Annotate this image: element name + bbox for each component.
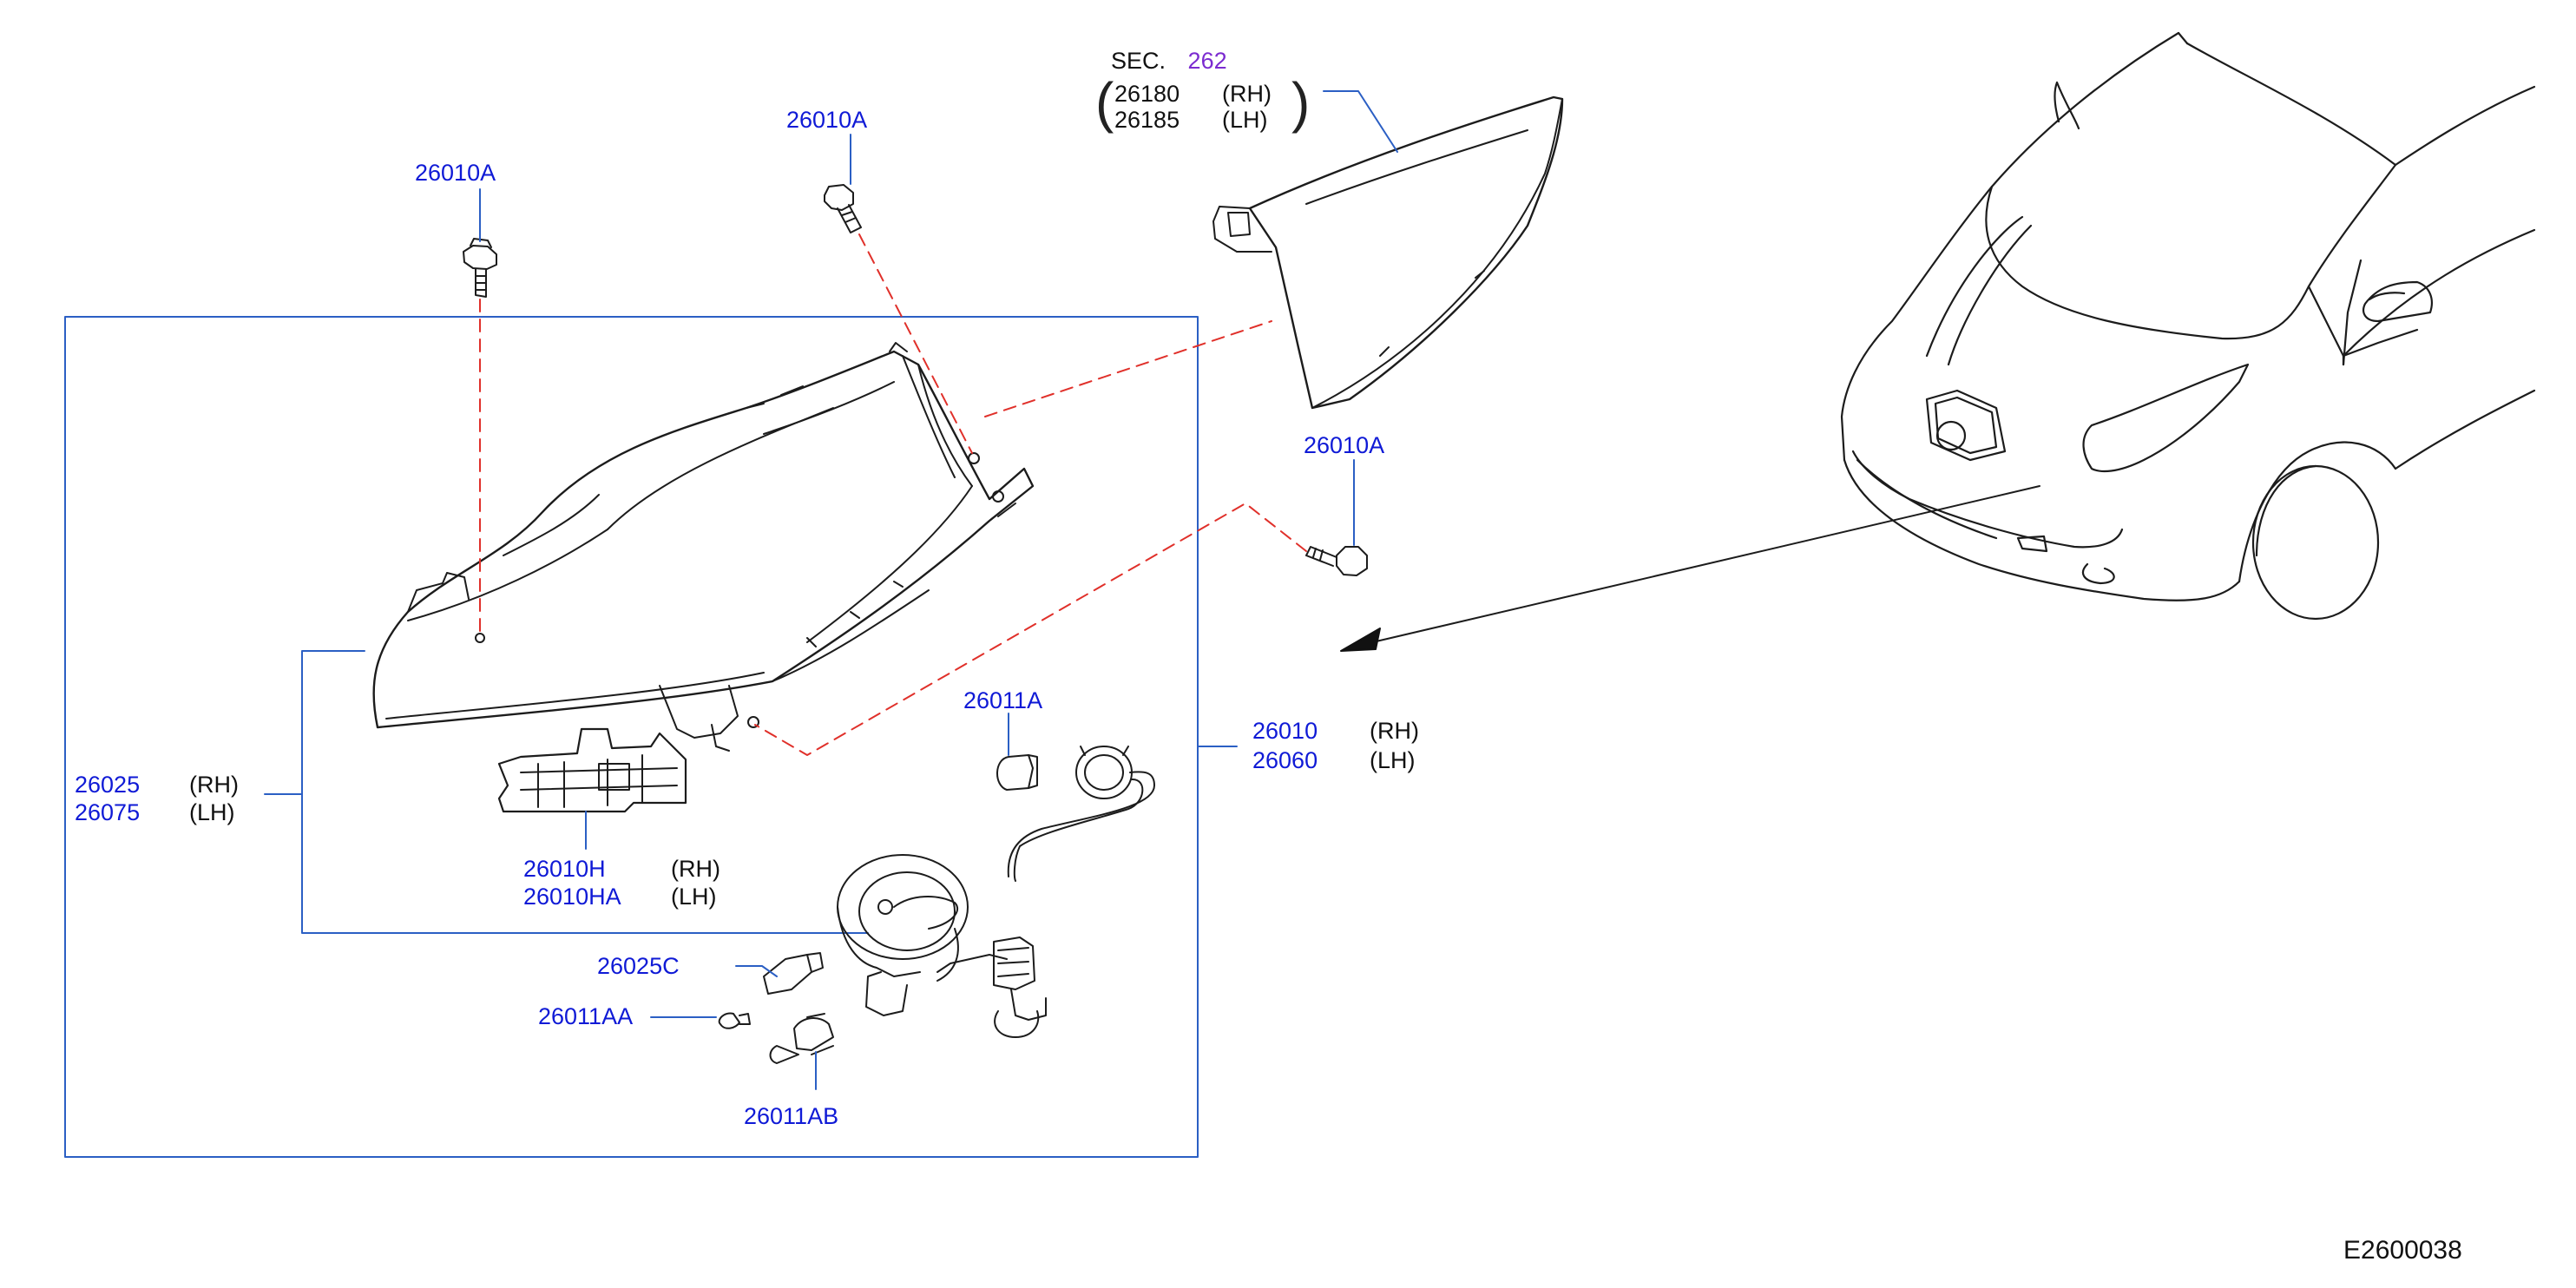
bracket-part (497, 727, 687, 813)
assembly-frame (64, 316, 1199, 1158)
dash-side-lamp (984, 320, 1272, 417)
headlamp-side-lh: (LH) (1370, 747, 1416, 773)
callout-bolt-right[interactable]: 26010A (1304, 432, 1385, 458)
callout-small-bulb[interactable]: 26011AA (538, 1003, 634, 1029)
bolt-right (1305, 546, 1368, 576)
callout-turn-bulb[interactable]: 26011A (963, 687, 1043, 713)
dash-bolt-top-mid (858, 233, 973, 454)
side-lamp-part (1212, 95, 1564, 410)
dash-bolt-right (754, 503, 1307, 756)
main-bulb-part (769, 1013, 834, 1064)
callout-bracket-rh[interactable]: 26010H (523, 856, 606, 882)
leader-26025c (735, 965, 778, 977)
small-bulb-part (718, 1012, 751, 1029)
callout-headlamp-rh[interactable]: 26010 (1252, 718, 1318, 744)
sec-line-2-side: (LH) (1222, 107, 1268, 133)
headlamp-side-rh: (RH) (1370, 718, 1419, 744)
bracket-side-lh: (LH) (671, 884, 717, 910)
leader-sec (1323, 90, 1398, 153)
callout-housing-lh[interactable]: 26075 (75, 799, 141, 825)
direction-arrow (1353, 485, 2040, 647)
car-front-view (1840, 31, 2536, 621)
housing-side-lh: (LH) (189, 799, 235, 825)
callout-main-bulb[interactable]: 26011AB (744, 1103, 839, 1129)
headlamp-bulb-socket (837, 854, 1008, 1016)
housing-bracket-line (301, 650, 869, 934)
callout-housing-rh[interactable]: 26025 (75, 772, 141, 798)
callout-bolt-top-mid[interactable]: 26010A (786, 107, 868, 133)
callout-socket[interactable]: 26025C (597, 953, 680, 979)
section-prefix: SEC. (1111, 48, 1166, 74)
turn-socket-part (1007, 746, 1155, 882)
socket-26025c-part (763, 952, 824, 995)
paren-right: ) (1291, 71, 1311, 134)
callout-bracket-lh[interactable]: 26010HA (523, 884, 621, 910)
section-ref: SEC. 262 (1111, 47, 1227, 75)
turn-bulb-part (996, 754, 1038, 791)
sec-line-1-part: 26180 (1114, 81, 1180, 107)
bracket-side-rh: (RH) (671, 856, 720, 882)
harness-connector (993, 936, 1047, 1038)
callout-headlamp-lh[interactable]: 26060 (1252, 747, 1318, 773)
headlamp-assembly (372, 342, 1035, 752)
sec-line-2-part: 26185 (1114, 107, 1180, 133)
bolt-top-mid (824, 184, 862, 233)
callout-bolt-top-left[interactable]: 26010A (415, 160, 496, 186)
bolt-top-left (463, 238, 497, 298)
section-number[interactable]: 262 (1187, 48, 1227, 74)
diagram-id: E2600038 (2343, 1236, 2462, 1265)
paren-left: ( (1095, 71, 1114, 134)
housing-side-rh: (RH) (189, 772, 239, 798)
sec-line-1-side: (RH) (1222, 81, 1272, 107)
